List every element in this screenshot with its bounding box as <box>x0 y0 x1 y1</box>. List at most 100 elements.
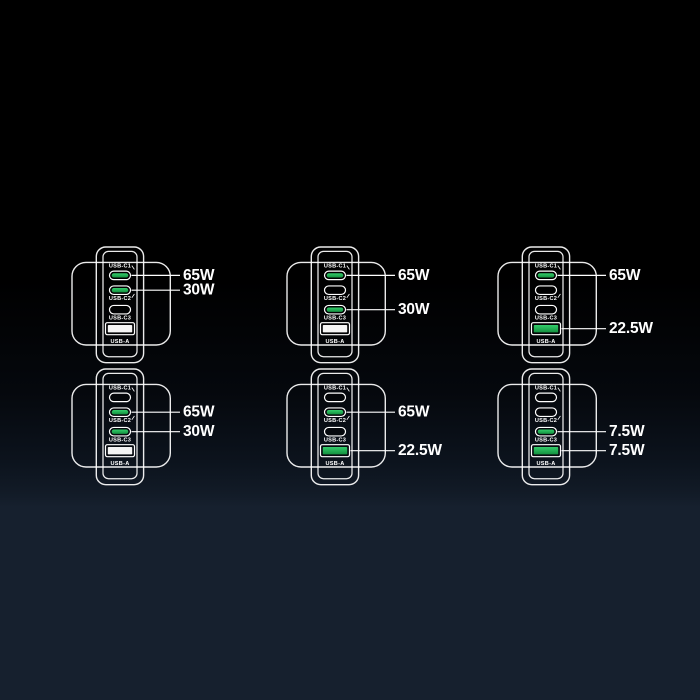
usb-c-port-icon <box>534 304 558 315</box>
wattage-label: 30W <box>398 301 430 318</box>
usb-a-port-fill <box>322 447 348 455</box>
usb-a-port-fill <box>533 447 559 455</box>
port-usb-c2: USB-C2 65W <box>324 404 430 424</box>
wattage-label: 7.5W <box>609 442 645 459</box>
usb-c-port-active-fill <box>537 273 555 278</box>
charger-clamp-outline <box>95 368 145 486</box>
wattage-label: 65W <box>609 267 641 284</box>
wattage-label: 65W <box>183 267 215 284</box>
usb-c-port-icon <box>534 285 558 296</box>
port-usb-c1: USB-C1 <box>108 386 135 403</box>
charger-body-outline <box>497 383 598 468</box>
usb-c-port-active-fill <box>111 273 129 278</box>
label-pointer-tick <box>131 415 135 421</box>
port-usb-c2: USB-C2 65W <box>109 404 215 424</box>
port-name-label: USB-C2 <box>535 418 557 424</box>
usb-c-port-active-fill <box>111 429 129 434</box>
port-usb-c3: USB-C3 7.5W <box>535 423 645 443</box>
port-usb-a: USB-A <box>319 322 351 345</box>
port-name-label: USB-C2 <box>535 296 557 302</box>
port-name-label: USB-A <box>326 339 345 345</box>
wattage-label: 65W <box>398 404 430 421</box>
port-usb-a: USB-A <box>104 444 136 467</box>
usb-c-port-active-fill <box>537 429 555 434</box>
charger-faceplate-outline <box>317 372 353 480</box>
port-usb-c1: USB-C1 <box>324 386 350 403</box>
port-usb-c2: USB-C2 <box>535 407 561 424</box>
usb-c-port-active-fill <box>326 273 344 278</box>
label-pointer-tick <box>346 387 350 392</box>
port-name-label: USB-C1 <box>535 264 557 270</box>
port-name-label: USB-C1 <box>109 386 131 392</box>
port-name-label: USB-A <box>537 339 556 345</box>
charger-clamp-outline <box>310 368 360 486</box>
port-name-label: USB-C1 <box>324 386 346 392</box>
port-usb-c2: USB-C2 30W <box>109 282 215 302</box>
charger-clamp-outline <box>521 368 571 486</box>
port-usb-c1: USB-C1 <box>534 386 561 403</box>
port-usb-c3: USB-C3 <box>109 304 132 321</box>
usb-c-port-icon <box>108 392 132 403</box>
label-pointer-tick <box>131 293 135 299</box>
charger-faceplate-outline <box>317 250 353 358</box>
port-name-label: USB-C2 <box>109 418 131 424</box>
port-usb-c1: USB-C1 65W <box>109 264 215 284</box>
port-usb-c3: USB-C3 30W <box>324 301 430 321</box>
port-usb-c3: USB-C3 <box>324 426 347 443</box>
port-name-label: USB-C1 <box>324 264 346 270</box>
wattage-label: 65W <box>183 404 215 421</box>
label-pointer-tick <box>557 415 561 421</box>
port-name-label: USB-C2 <box>324 418 346 424</box>
label-pointer-tick <box>131 387 135 392</box>
usb-a-port-fill <box>107 447 133 455</box>
usb-c-port-active-fill <box>326 307 344 312</box>
label-pointer-tick <box>557 265 561 270</box>
port-usb-c2: USB-C2 <box>323 285 350 302</box>
charger-clamp-outline <box>521 246 571 364</box>
charger-faceplate-outline <box>528 372 564 480</box>
port-name-label: USB-A <box>111 461 130 467</box>
label-pointer-tick <box>557 387 561 392</box>
wattage-label: 22.5W <box>398 442 442 459</box>
port-usb-a: USB-A <box>104 322 136 345</box>
charger-body-outline <box>497 261 598 346</box>
charger-body-outline <box>71 261 172 346</box>
port-name-label: USB-C3 <box>109 437 131 443</box>
wattage-label: 30W <box>183 282 215 299</box>
port-usb-c2: USB-C2 <box>534 285 561 302</box>
port-usb-c3: USB-C3 <box>534 304 558 321</box>
charger-clamp-outline <box>310 246 360 364</box>
usb-a-port-fill <box>533 325 559 333</box>
charger-faceplate-outline <box>102 250 138 358</box>
usb-c-port-icon <box>534 392 558 403</box>
port-name-label: USB-C2 <box>109 296 131 302</box>
label-pointer-tick <box>346 415 350 421</box>
port-name-label: USB-C3 <box>324 315 346 321</box>
usb-c-port-icon <box>323 285 347 296</box>
port-name-label: USB-C1 <box>109 264 131 270</box>
port-name-label: USB-C2 <box>324 296 346 302</box>
usb-c-port-active-fill <box>111 288 129 293</box>
charger-body-outline <box>286 383 387 468</box>
port-name-label: USB-C3 <box>109 315 131 321</box>
charger-clamp-outline <box>95 246 145 364</box>
usb-a-port-fill <box>322 325 348 333</box>
wattage-label: 7.5W <box>609 423 645 440</box>
usb-c-port-active-fill <box>111 410 129 415</box>
charger-faceplate-outline <box>102 372 138 480</box>
port-name-label: USB-A <box>326 461 345 467</box>
charger-body-outline <box>71 383 172 468</box>
charger-body-outline <box>286 261 387 346</box>
port-name-label: USB-C3 <box>535 437 557 443</box>
